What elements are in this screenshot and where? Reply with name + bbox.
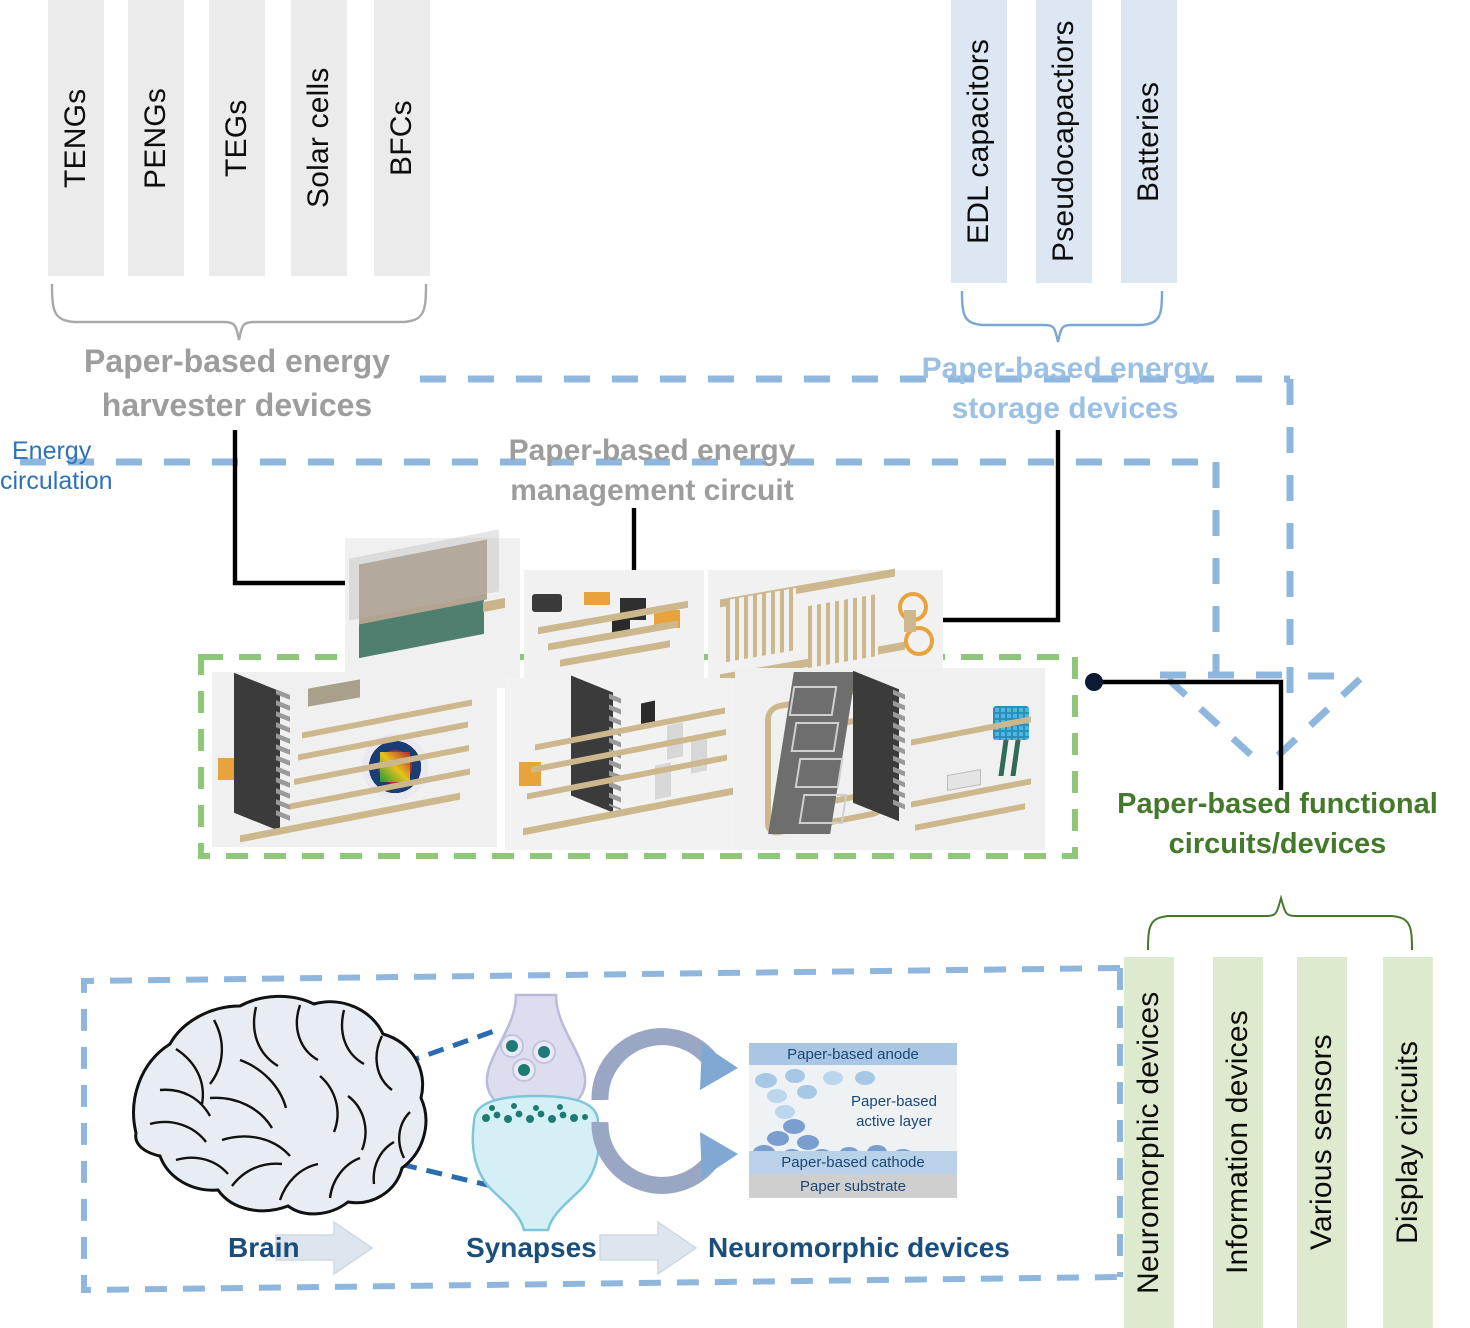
harvester-label-pengs: PENGs [128, 0, 184, 276]
synapse-illustration [471, 993, 601, 1232]
device-active-layer-label-line2: active layer [856, 1113, 932, 1130]
functional-label-neuromorphic-devices: Neuromorphic devices [1124, 957, 1174, 1328]
heading-storage-line1: Paper-based energy [921, 352, 1209, 385]
harvester-label-tengs: TENGs [48, 0, 104, 276]
brain-callout-circle [258, 1086, 322, 1150]
energy-circulation-arrow-right [1265, 676, 1363, 768]
photo-harvester-teng [345, 529, 520, 688]
heading-harvester-line2: harvester devices [101, 387, 373, 423]
harvester-label-solar-cells: Solar cells [291, 0, 347, 276]
heading-functional-line2: circuits/devices [1168, 828, 1387, 860]
device-active-layer-body: Paper-based active layer [749, 1065, 957, 1164]
functional-brace [1147, 894, 1413, 951]
flow-label-neuromorphic-devices: Neuromorphic devices [708, 1232, 1010, 1263]
device-active-layer-label-line1: Paper-based [851, 1093, 937, 1110]
brain-illustration [132, 994, 428, 1216]
functional-connector [1096, 679, 1284, 790]
storage-label-pseudocapacitors: Pseudocapactiors [1036, 0, 1092, 283]
photo-logic-board [505, 675, 760, 850]
flow-label-brain: Brain [228, 1232, 300, 1263]
energy-circulation-label-line1: Energy [12, 437, 92, 465]
harvester-label-tegs: TEGs [209, 0, 265, 276]
functional-connector-dot [1085, 673, 1103, 691]
heading-management-line2: management circuit [510, 474, 794, 507]
heading-management-line1: Paper-based energy [508, 434, 796, 467]
device-substrate-layer: Paper substrate [749, 1174, 957, 1198]
energy-circulation-label-line2: circulation [0, 467, 113, 495]
photo-management-circuit [524, 570, 704, 680]
functional-label-information-devices: Information devices [1213, 957, 1263, 1328]
paper-device-stack: Paper-based anode Paper-based active lay… [749, 1043, 957, 1198]
flow-label-synapses: Synapses [466, 1232, 597, 1263]
device-cathode-layer: Paper-based cathode [749, 1151, 957, 1174]
functional-label-various-sensors: Various sensors [1297, 957, 1347, 1328]
energy-circulation-arrow-left [1165, 676, 1265, 768]
harvester-label-bfcs: BFCs [374, 0, 430, 276]
harvester-brace [50, 283, 428, 341]
heading-functional-line1: Paper-based functional [1117, 788, 1438, 820]
brain-callout-line-upper [305, 1026, 501, 1101]
photo-supercapacitor [708, 568, 943, 685]
storage-label-batteries: Batteries [1121, 0, 1177, 283]
cycle-arrows [591, 1028, 738, 1194]
device-anode-layer: Paper-based anode [749, 1043, 957, 1065]
heading-harvester-line1: Paper-based energy [84, 343, 390, 379]
photo-mcu-board [212, 672, 497, 847]
storage-brace [960, 290, 1164, 343]
heading-storage-line2: storage devices [951, 392, 1179, 425]
brain-callout-line-lower [299, 1137, 501, 1191]
functional-label-display-circuits: Display circuits [1383, 957, 1433, 1328]
storage-label-edl-capacitors: EDL capacitors [951, 0, 1007, 283]
photo-display-board [735, 668, 1045, 850]
